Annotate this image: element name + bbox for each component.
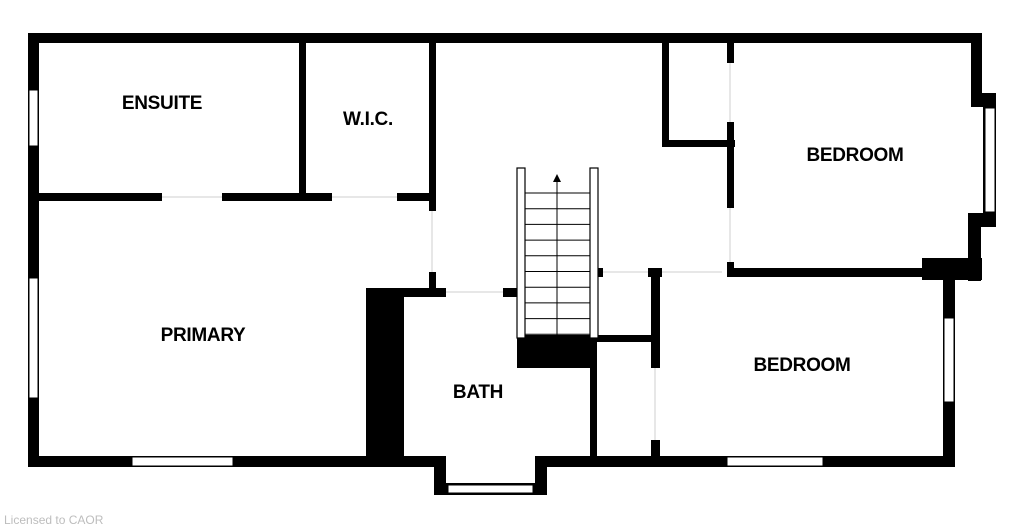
wall-closet-mid-b <box>651 440 660 456</box>
wall-top <box>28 33 982 43</box>
openings <box>162 63 731 440</box>
wall-wic-bottom <box>397 193 435 201</box>
label-bath: BATH <box>453 382 503 403</box>
wall-hall-bed2-a <box>597 268 603 277</box>
window-bed2-front <box>726 456 824 467</box>
wall-primary-hall <box>429 272 436 291</box>
stair-landing-block <box>517 335 597 368</box>
windows <box>28 89 996 494</box>
label-wic: W.I.C. <box>343 109 393 130</box>
wall-closet-bottom <box>662 140 735 147</box>
wall-chase <box>366 288 404 466</box>
wall-closet-left <box>662 43 669 147</box>
staircase <box>516 167 599 339</box>
label-ensuite: ENSUITE <box>122 93 202 114</box>
license-footer: Licensed to CAOR <box>4 513 104 527</box>
window-ensuite <box>28 89 39 147</box>
wall-bed1-left-b <box>727 122 734 208</box>
arrow-up-icon <box>553 174 561 182</box>
wall-bath-top-left <box>366 288 446 297</box>
wall-bed1-bottom <box>727 268 949 277</box>
wall-wic-right <box>429 43 436 211</box>
stair-outer-right <box>589 167 599 339</box>
stair-outer-left <box>516 167 526 339</box>
window-primary-side <box>28 277 39 399</box>
window-bed2-side <box>943 317 955 403</box>
window-primary-front <box>131 456 234 467</box>
wall-right-upper <box>971 33 982 95</box>
window-bed1-bay <box>984 107 996 213</box>
wall-ensuite-wic <box>299 43 306 201</box>
label-primary: PRIMARY <box>161 325 246 346</box>
wall-left <box>28 33 39 467</box>
room-labels: ENSUITE W.I.C. BEDROOM PRIMARY BATH BEDR… <box>122 93 904 403</box>
wall-ensuite-bottom-b <box>222 193 332 201</box>
wall-closet-mid-a <box>651 268 660 368</box>
wall-bed1-left-a <box>727 43 734 63</box>
wall-bottom-left <box>28 456 446 467</box>
interior-walls <box>39 43 949 466</box>
label-bedroom-upper: BEDROOM <box>806 145 903 166</box>
window-bath-bay <box>447 484 534 494</box>
wall-closet-shelf <box>597 335 655 342</box>
wall-hall-bed2-b <box>648 268 662 277</box>
label-bedroom-lower: BEDROOM <box>753 355 850 376</box>
wall-bath-top-right <box>503 288 525 297</box>
wall-bath-right <box>590 268 597 456</box>
wall-ensuite-bottom-a <box>39 193 162 201</box>
